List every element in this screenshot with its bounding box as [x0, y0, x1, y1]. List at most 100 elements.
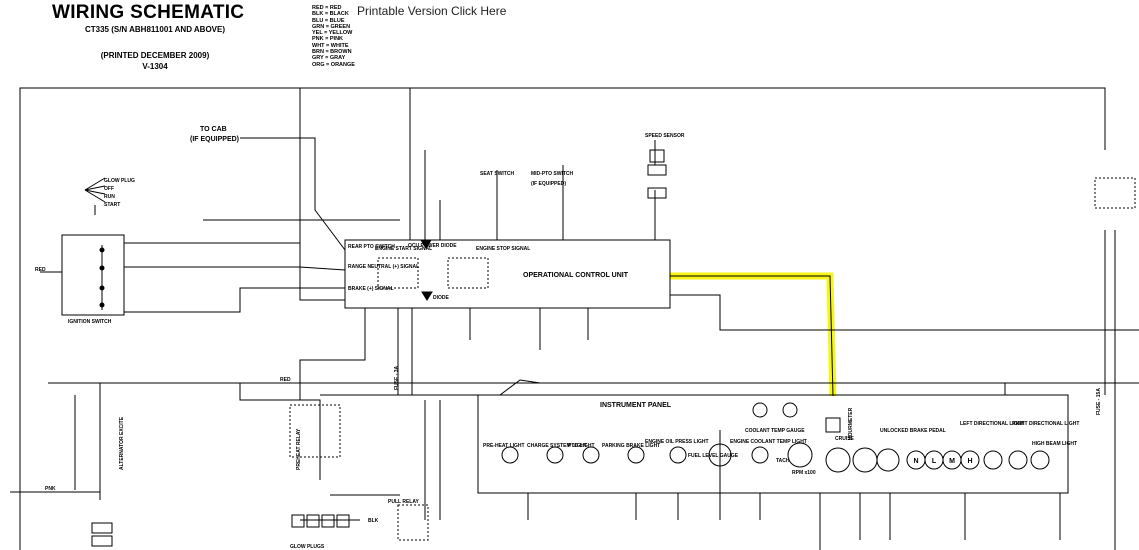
key-switch-symbol — [84, 177, 106, 215]
alternator-connector — [91, 522, 113, 534]
speed-sensor-connector-bottom — [647, 187, 667, 199]
legend-item: BLU = BLUE — [312, 17, 345, 24]
bulb-left — [752, 402, 768, 418]
legend-item: WHT = WHITE — [312, 42, 349, 49]
coolant-light-label: ENGINE COOLANT TEMP LIGHT — [730, 439, 807, 445]
oil-press-bulb — [669, 446, 687, 464]
cruise-symbol — [852, 447, 878, 473]
fuel-gauge-label: FUEL LEVEL GAUGE — [688, 453, 739, 459]
diode-label: DIODE — [433, 295, 450, 301]
printed-date: (PRINTED DECEMBER 2009) — [100, 51, 210, 60]
glow-plugs-label: GLOW PLUGS — [290, 544, 325, 550]
color-legend: RED = RED BLK = BLACK BLU = BLUE GRN = G… — [312, 5, 355, 68]
seat-switch-label: SEAT SWITCH — [480, 171, 514, 177]
fuse-15a-label: FUSE - 15A — [1096, 388, 1102, 415]
left-dir-bulb — [983, 450, 1003, 470]
fuel-gauge-dial — [708, 443, 732, 467]
coolant-gauge-label: COOLANT TEMP GAUGE — [745, 428, 805, 434]
instrument-panel-box — [477, 394, 1069, 494]
ignition-switch — [99, 245, 105, 310]
h-letter: H — [967, 458, 972, 465]
right-relay-box — [1094, 177, 1136, 209]
pull-relay-box — [397, 504, 429, 541]
m-letter: M — [949, 458, 955, 465]
run-position: RUN — [104, 194, 115, 200]
engine-model: V-1304 — [142, 62, 168, 71]
rear-pto-label: REAR PTO SWITCH — [348, 244, 395, 250]
ocu-label: OPERATIONAL CONTROL UNIT — [523, 272, 629, 279]
red-wire-label: RED — [35, 267, 46, 273]
schematic-title: WIRING SCHEMATIC — [52, 2, 245, 23]
charge-light-bulb — [546, 446, 564, 464]
legend-item: ORG = ORANGE — [312, 61, 355, 68]
tach-dial — [787, 442, 813, 468]
glow-plug-position: GLOW PLUG — [104, 178, 135, 184]
mid-pto-eq-label: (IF EQUIPPED) — [531, 181, 566, 187]
engine-stop-label: ENGINE STOP SIGNAL — [476, 246, 530, 252]
engine-start-label: ENGINE START SIGNAL — [375, 246, 432, 252]
high-beam-label: HIGH BEAM LIGHT — [1032, 441, 1077, 447]
legend-item: BLK = BLACK — [312, 11, 349, 18]
parking-brake-bulb — [627, 446, 645, 464]
pnk-wire-label: PNK — [45, 486, 56, 492]
legend-item: BRN = BROWN — [312, 49, 352, 56]
right-dir-label: RIGHT DIRECTIONAL LIGHT — [1012, 421, 1079, 427]
unlocked-brake-indicator — [876, 448, 900, 472]
ignition-switch-box — [61, 234, 125, 316]
pto-light-label: PTO LIGHT — [568, 443, 595, 449]
speed-sensor-connector-top — [647, 164, 667, 176]
speed-sensor-label: SPEED SENSOR — [645, 133, 685, 139]
oil-press-label: ENGINE OIL PRESS LIGHT — [645, 439, 709, 445]
tach-label: TACH — [776, 458, 790, 464]
preheat-relay-box — [289, 404, 341, 458]
pto-light-bulb — [582, 446, 600, 464]
start-position: START — [104, 202, 120, 208]
ocu-power-diode-symbol — [420, 239, 432, 249]
unlocked-brake-label: UNLOCKED BRAKE PEDAL — [880, 428, 946, 434]
yel-blu-wire — [670, 275, 834, 397]
preheat-light-bulb — [501, 446, 519, 464]
glow-plugs — [291, 514, 350, 528]
brake-signal-label: BRAKE (+) SIGNAL — [348, 286, 394, 292]
engine-stop-relay — [447, 257, 489, 289]
red-wire-label-2: RED — [280, 377, 291, 383]
printable-version-link[interactable]: Printable Version Click Here — [357, 4, 507, 18]
to-cab-label: TO CAB — [200, 126, 227, 133]
n-letter: N — [913, 458, 918, 465]
speed-sensor-symbol — [649, 149, 665, 163]
alternator-connector-2 — [91, 535, 113, 547]
coolant-light-bulb — [751, 446, 769, 464]
engine-start-relay — [377, 257, 419, 289]
right-dir-bulb — [1008, 450, 1028, 470]
model-subtitle: CT335 (S/N ABH811001 AND ABOVE) — [84, 25, 226, 34]
preheat-light-label: PRE-HEAT LIGHT — [483, 443, 525, 449]
pull-relay-label: PULL RELAY — [388, 499, 420, 505]
legend-item: RED = RED — [312, 5, 342, 11]
hourmeter-symbol — [825, 417, 841, 433]
ocu-power-diode-label: OCU POWER DIODE — [408, 243, 457, 249]
if-equipped-label: (IF EQUIPPED) — [190, 136, 239, 143]
alternator-label: ALTERNATOR EXCITE — [119, 416, 125, 470]
left-dir-label: LEFT DIRECTIONAL LIGHT — [960, 421, 1024, 427]
off-position: OFF — [104, 186, 114, 192]
high-beam-bulb — [1030, 450, 1050, 470]
bulb-right — [782, 402, 798, 418]
legend-item: GRN = GREEN — [312, 23, 351, 30]
legend-item: PNK = PINK — [312, 36, 344, 43]
charge-light-label: CHARGE SYSTEM LIGHT — [527, 443, 587, 449]
highlighted-wire — [670, 272, 837, 397]
ocu-box — [344, 239, 671, 309]
cruise-indicator — [825, 447, 851, 473]
blk-wire-label: BLK — [368, 518, 379, 524]
legend-item: GRY = GRAY — [312, 55, 346, 62]
legend-item: YEL = YELLOW — [312, 30, 353, 37]
top-bus-wire — [19, 87, 1106, 550]
hourmeter-label: HOURMETER — [848, 407, 854, 440]
cruise-label: CRUISE — [835, 436, 855, 442]
diode-symbol — [421, 291, 433, 301]
range-neutral-label: RANGE NEUTRAL (+) SIGNAL — [348, 264, 419, 270]
preheat-relay-label: PREHEAT RELAY — [296, 428, 302, 470]
instrument-panel-label: INSTRUMENT PANEL — [600, 402, 672, 409]
mid-pto-label: MID-PTO SWITCH — [531, 171, 574, 177]
